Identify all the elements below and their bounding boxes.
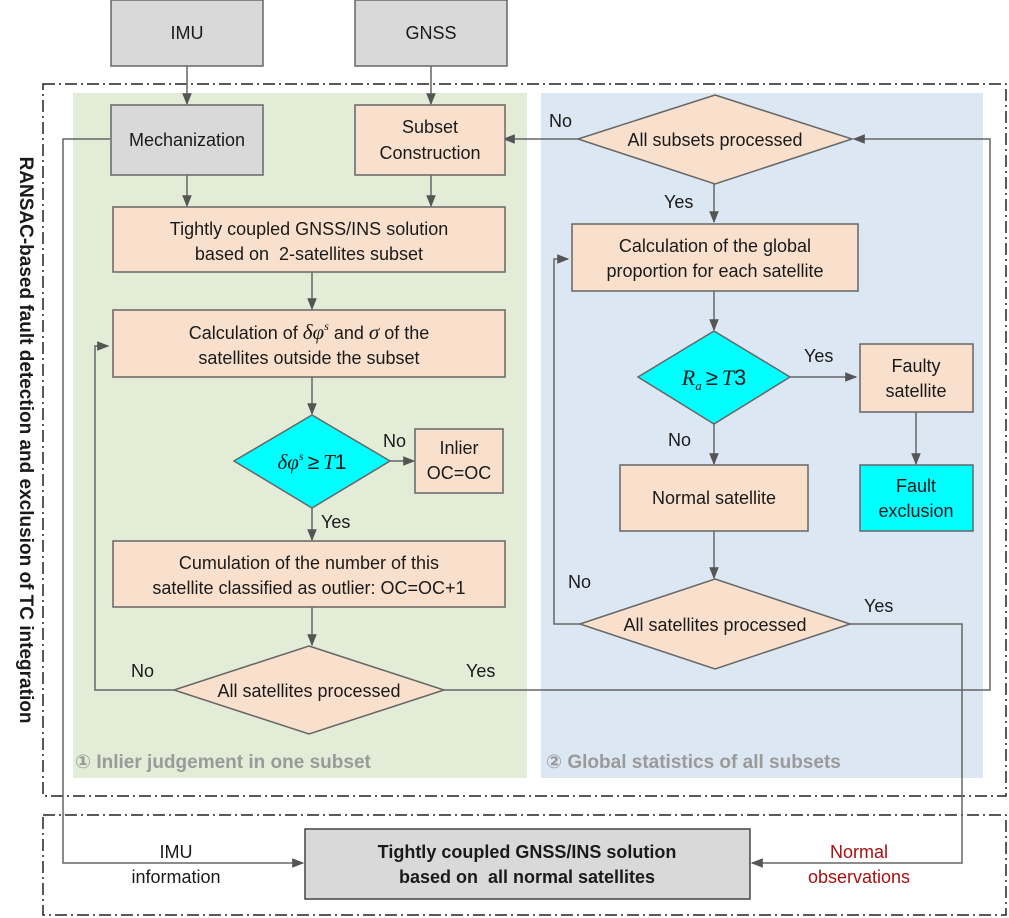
t3-geq: ≥ xyxy=(706,365,718,390)
delta-phi-symbol: δφ xyxy=(303,320,325,344)
threshold-t1-label: δφs ≥T1 xyxy=(278,449,347,474)
threshold-t1-decision xyxy=(232,414,392,509)
outlier-cumulation-label-2: satellite classified as outlier: OC=OC+1 xyxy=(152,578,465,598)
tc-subset-solution-label-2: based on 2-satellites subset xyxy=(195,244,423,264)
lower-frame xyxy=(42,814,1007,916)
inlier-box xyxy=(414,428,504,494)
final-solution-label-2: based on all normal satellites xyxy=(399,867,655,887)
final-solution-label-1: Tightly coupled GNSS/INS solution xyxy=(378,842,677,862)
all-subsets-label: All subsets processed xyxy=(627,130,802,150)
imu-input-label: IMU xyxy=(171,23,204,43)
residual-calc-box xyxy=(112,309,506,378)
t1-sup-s: s xyxy=(299,449,304,463)
normal-satellite-label: Normal satellite xyxy=(652,488,776,508)
faulty-satellite-label-1: Faulty xyxy=(891,356,940,376)
right-all-satellites-label: All satellites processed xyxy=(623,615,806,635)
residual-calc-label-2: satellites outside the subset xyxy=(198,348,419,368)
global-proportion-label-1: Calculation of the global xyxy=(619,236,811,256)
t1-no-label: No xyxy=(383,431,406,451)
left-all-satellites-decision xyxy=(171,645,447,735)
mechanization-label: Mechanization xyxy=(129,130,245,150)
calc-post-text: of the xyxy=(379,323,429,343)
t1-num: 1 xyxy=(335,451,347,474)
t3-yes-label: Yes xyxy=(804,346,833,366)
calc-pre-text: Calculation of xyxy=(189,323,303,343)
imu-info-label-1: IMU xyxy=(160,842,193,862)
fault-exclusion-label-2: exclusion xyxy=(878,501,953,521)
inlier-label-2: OC=OC xyxy=(427,463,492,483)
right-panel xyxy=(541,93,983,778)
t3-R: R xyxy=(681,365,696,390)
left-all-satellites-label: All satellites processed xyxy=(217,681,400,701)
global-proportion-label-2: proportion for each satellite xyxy=(606,261,823,281)
fault-exclusion-label-1: Fault xyxy=(896,476,936,496)
right-yes-label: Yes xyxy=(864,596,893,616)
left-panel-caption: ① Inlier judgement in one subset xyxy=(75,752,372,773)
normal-satellite-box xyxy=(619,464,809,532)
t1-delta-phi: δφ xyxy=(278,450,300,474)
fault-exclusion-box xyxy=(859,464,974,532)
subset-construction-box xyxy=(354,104,506,176)
imu-info-label-2: information xyxy=(131,867,220,887)
residual-calc-label-1: Calculation of δφs and σ of the xyxy=(189,319,430,344)
tc-subset-solution-box xyxy=(112,206,506,273)
gnss-input-box xyxy=(354,0,508,67)
outlier-cumulation-label-1: Cumulation of the number of this xyxy=(179,553,439,573)
side-title: RANSAC-based fault detection and exclusi… xyxy=(15,157,36,724)
normal-obs-label-1: Normal xyxy=(830,842,888,862)
subsets-yes-label: Yes xyxy=(664,192,693,212)
imu-input-box xyxy=(110,0,264,67)
subsets-no-label: No xyxy=(549,111,572,131)
gnss-input-label: GNSS xyxy=(405,23,456,43)
normal-obs-label-2: observations xyxy=(808,867,910,887)
t1-yes-label: Yes xyxy=(321,512,350,532)
t3-no-label: No xyxy=(668,430,691,450)
calc-and-text: and xyxy=(329,323,369,343)
subset-construction-label-1: Subset xyxy=(402,117,458,137)
t3-num: 3 xyxy=(734,365,746,390)
right-all-satellites-decision xyxy=(577,578,853,670)
left-yes-label: Yes xyxy=(466,661,495,681)
left-loop-no-label: No xyxy=(131,661,154,681)
t1-T: T xyxy=(323,450,336,474)
t3-T: T xyxy=(722,365,736,390)
sup-s: s xyxy=(324,319,329,333)
subset-construction-label-2: Construction xyxy=(379,143,480,163)
sigma-symbol: σ xyxy=(369,320,381,344)
ratio-t3-decision xyxy=(636,330,792,425)
faulty-satellite-label-2: satellite xyxy=(885,381,946,401)
upper-frame xyxy=(42,83,1007,797)
mechanization-box xyxy=(110,104,264,176)
global-proportion-box xyxy=(571,223,859,292)
right-loop-no-label: No xyxy=(568,572,591,592)
right-panel-caption: ② Global statistics of all subsets xyxy=(546,752,841,773)
outlier-cumulation-box xyxy=(112,540,506,608)
final-solution-box xyxy=(304,828,751,900)
t1-geq: ≥ xyxy=(308,451,320,474)
ratio-t3-label: Ra ≥T3 xyxy=(681,365,747,393)
faulty-satellite-box xyxy=(859,343,974,413)
t3-sub-a: a xyxy=(695,378,702,393)
tc-subset-solution-label-1: Tightly coupled GNSS/INS solution xyxy=(170,219,448,239)
all-subsets-decision xyxy=(575,94,855,185)
inlier-label-1: Inlier xyxy=(439,438,478,458)
